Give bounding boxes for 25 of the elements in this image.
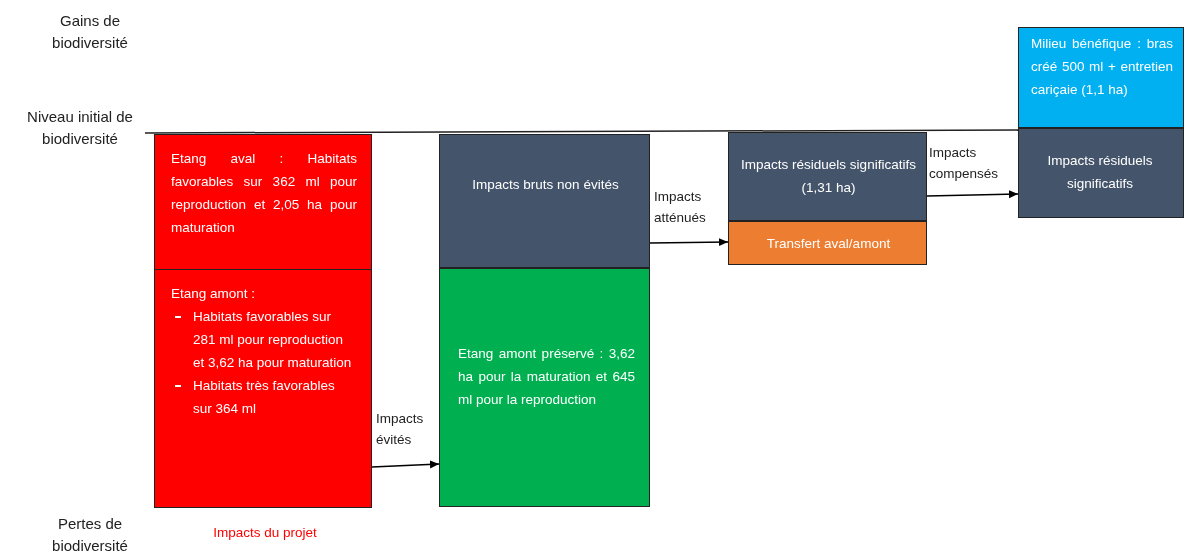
benefit-box <box>1018 27 1184 128</box>
arrow <box>371 460 440 469</box>
box-text: Etang aval : Habitats favorables sur 362 ml pour reproduction et 2,05 ha pour maturation <box>171 150 357 237</box>
column-caption: Impacts du projet <box>212 524 318 542</box>
box-text: Impacts résiduels significatifs (1,31 ha) <box>740 156 917 197</box>
impact-box <box>439 134 650 268</box>
impact-box <box>728 132 927 221</box>
box-text: Etang amont préservé : 3,62 ha pour la maturation et 645 ml pour la reproduction <box>458 345 635 409</box>
box-text: Impacts bruts non évités <box>471 176 620 194</box>
axis-label: Gains de biodiversité <box>51 11 129 53</box>
arrow <box>926 190 1019 199</box>
list-item: Habitats favorables sur 281 ml pour reproduction et 3,62 ha pour maturation <box>193 305 357 374</box>
box-text: Transfert aval/amont <box>765 235 892 253</box>
impact-box <box>154 134 372 270</box>
preserved-habitat-box <box>439 268 650 507</box>
box-text: Milieu bénéfique : bras créé 500 ml + entretien cariçaie (1,1 ha) <box>1031 35 1173 99</box>
transfer-box <box>728 221 927 265</box>
box-heading: Etang amont : <box>171 285 257 303</box>
impact-box <box>1018 128 1184 218</box>
impact-box <box>154 269 372 508</box>
axis-label: Pertes de biodiversité <box>51 514 129 556</box>
axis-label: Niveau initial de biodiversité <box>26 107 134 149</box>
box-text: Impacts résiduels significatifs <box>1046 152 1154 193</box>
list-item: Habitats très favorables sur 364 ml <box>193 374 357 420</box>
arrow <box>649 238 729 247</box>
